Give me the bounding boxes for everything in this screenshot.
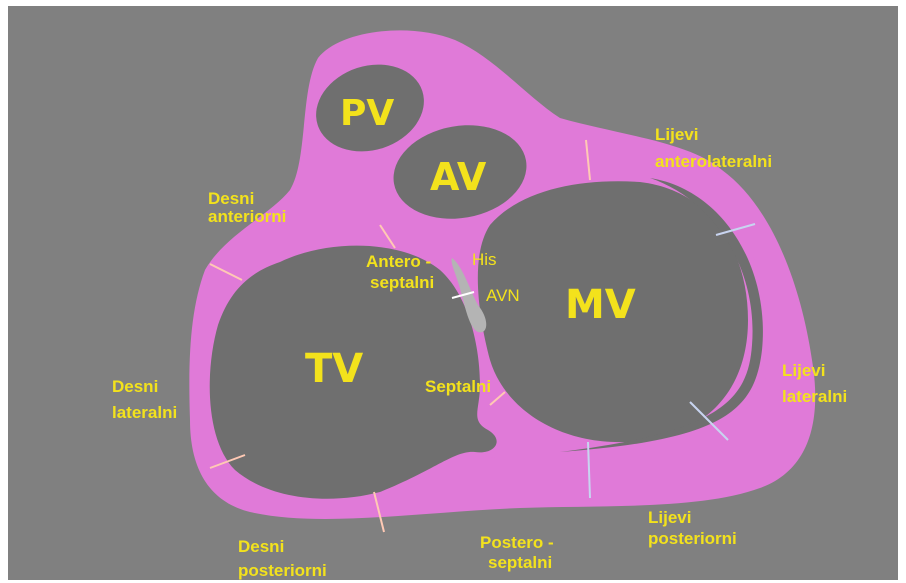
label-desni-posteriorni-1: Desni (238, 537, 284, 556)
label-postero-septalni-2: septalni (488, 553, 552, 572)
label-his: His (472, 250, 497, 269)
label-desni-posteriorni-2: posteriorni (238, 561, 327, 580)
label-lijevi-posteriorni-2: posteriorni (648, 529, 737, 548)
label-lijevi-posteriorni-1: Lijevi (648, 508, 691, 527)
label-desni-lateralni-2: lateralni (112, 403, 177, 422)
mv-label: MV (565, 282, 636, 328)
label-lijevi-anterolateralni-1: Lijevi (655, 125, 698, 144)
label-antero-septalni-1: Antero - (366, 252, 431, 271)
tv-label: TV (305, 346, 363, 392)
label-avn: AVN (486, 286, 520, 305)
label-desni-anteriorni-1: Desni (208, 189, 254, 208)
label-lijevi-lateralni-2: lateralni (782, 387, 847, 406)
label-lijevi-lateralni-1: Lijevi (782, 361, 825, 380)
label-postero-septalni-1: Postero - (480, 533, 554, 552)
pv-label: PV (340, 93, 394, 134)
av-label: AV (430, 155, 487, 199)
label-septalni: Septalni (425, 377, 491, 396)
label-lijevi-anterolateralni-2: anterolateralni (655, 152, 772, 171)
label-desni-anteriorni-2: anteriorni (208, 207, 286, 226)
label-antero-septalni-2: septalni (370, 273, 434, 292)
label-desni-lateralni-1: Desni (112, 377, 158, 396)
